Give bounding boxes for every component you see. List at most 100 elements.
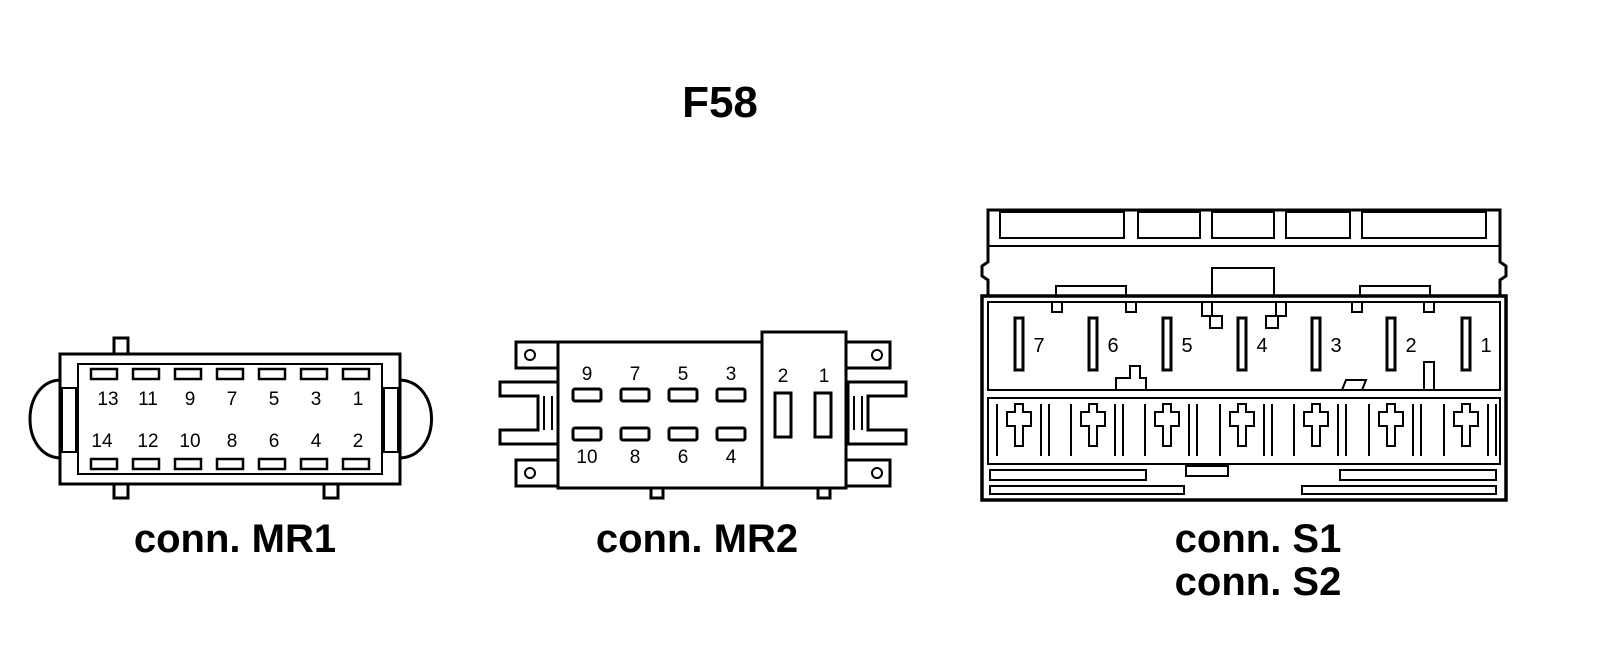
- mr1-pin-label: 6: [269, 431, 280, 452]
- s-housing: [980, 294, 1508, 502]
- mr2-pin-slot: [619, 426, 651, 442]
- mr1-pin-slot: [131, 367, 161, 381]
- mr1-pin-slot: [257, 367, 287, 381]
- s-pin-slot: [1161, 316, 1173, 372]
- s-pin-label: 7: [1033, 335, 1044, 357]
- mr1-left-latch: [28, 378, 61, 460]
- mr1-pin-slot: [89, 457, 119, 471]
- mr1-pin-slot: [173, 457, 203, 471]
- mr2-pin-label: 7: [630, 364, 641, 385]
- mr1-pin-label: 4: [311, 431, 322, 452]
- mr2-ear-top-left: [514, 340, 560, 370]
- connector-s: [980, 208, 1508, 502]
- mr1-bottom-tab-left: [112, 482, 130, 500]
- mr1-right-latch: [399, 378, 433, 460]
- mr2-pin-labels: 9 7 5 3 10 8 6 4 2 1: [576, 364, 829, 468]
- s-cavity: [1080, 403, 1106, 447]
- mr2-bottom-tab-right: [816, 486, 832, 500]
- s-pin-slot: [1013, 316, 1025, 372]
- mr2-ear-bottom-right: [844, 458, 892, 488]
- mr2-pin-slot: [571, 387, 603, 403]
- mr2-bottom-tab-left: [649, 486, 665, 500]
- mr1-pin-label: 13: [97, 389, 118, 410]
- s-top-frame: [980, 208, 1508, 298]
- mr2-pin-label: 4: [726, 447, 737, 468]
- mr2-side-block: [760, 330, 848, 490]
- s-pin-label: 3: [1330, 335, 1341, 357]
- mr2-ear-bottom-left: [514, 458, 560, 488]
- mr1-body: [58, 352, 402, 486]
- mr1-left-end: [61, 387, 77, 453]
- mr1-pin-slot: [215, 457, 245, 471]
- mr2-left-rail: [498, 380, 560, 446]
- s-pin-slot: [1310, 316, 1322, 372]
- mr1-pin-label: 9: [185, 389, 196, 410]
- s-cavity: [1453, 403, 1479, 447]
- mr1-top-tab: [112, 336, 130, 356]
- s-pin-label: 1: [1480, 335, 1491, 357]
- s-pin-slot: [1087, 316, 1099, 372]
- mr1-pin-label: 5: [269, 389, 280, 410]
- mr1-pin-slot: [215, 367, 245, 381]
- s2-caption: conn. S2: [1174, 560, 1342, 604]
- mr2-ear-top-right: [844, 340, 892, 370]
- mr2-caption: conn. MR2: [595, 517, 799, 561]
- mr2-pin-slot: [667, 387, 699, 403]
- mr2-pin-label: 3: [726, 364, 737, 385]
- mr2-pin-slot: [715, 387, 747, 403]
- s-cavity: [1229, 403, 1255, 447]
- mr1-pin-label: 3: [311, 389, 322, 410]
- mr1-pin-slot: [341, 367, 371, 381]
- mr1-caption: conn. MR1: [133, 517, 337, 561]
- s-pin-slot: [1460, 316, 1472, 372]
- mr2-pin-label: 10: [576, 447, 597, 468]
- mr1-pin-label: 12: [137, 431, 158, 452]
- mr2-pin-label: 5: [678, 364, 689, 385]
- mr2-pin-label: 8: [630, 447, 641, 468]
- s-pin-label: 2: [1405, 335, 1416, 357]
- diagram-title: F58: [682, 78, 758, 127]
- mr1-pin-label: 10: [179, 431, 200, 452]
- s-cavity: [1303, 403, 1329, 447]
- mr1-pin-label: 11: [138, 389, 158, 410]
- mr2-pin-label: 9: [582, 364, 593, 385]
- mr2-pin-label: 2: [778, 366, 789, 387]
- mr1-pin-slot: [257, 457, 287, 471]
- mr1-right-end: [383, 387, 399, 453]
- s-cavity: [1006, 403, 1032, 447]
- mr2-pin-slot: [619, 387, 651, 403]
- mr1-pin-label: 7: [227, 389, 238, 410]
- s-pin-slot: [1236, 316, 1248, 372]
- s-pin-window: [987, 301, 1501, 391]
- mr1-pin-slot: [299, 367, 329, 381]
- mr2-pin-2-slot: [773, 391, 793, 439]
- mr2-pin-1-slot: [813, 391, 833, 439]
- s-cavity: [1154, 403, 1180, 447]
- mr1-pin-label: 1: [353, 389, 364, 410]
- mr2-pin-slot: [715, 426, 747, 442]
- s-pin-slot: [1385, 316, 1397, 372]
- s1-caption: conn. S1: [1174, 517, 1342, 561]
- mr1-inner-frame: [77, 363, 383, 475]
- mr1-pin-label: 2: [353, 431, 364, 452]
- mr1-pin-slot: [131, 457, 161, 471]
- connector-mr1: [28, 336, 433, 500]
- mr2-pin-slot: [571, 426, 603, 442]
- mr1-pin-slot: [89, 367, 119, 381]
- s-cavity-row: [987, 397, 1501, 465]
- s-pin-label: 4: [1256, 335, 1267, 357]
- s-cavity: [1378, 403, 1404, 447]
- mr2-pin-label: 1: [819, 366, 830, 387]
- mr2-right-rail: [846, 380, 908, 446]
- mr2-pin-label: 6: [678, 447, 689, 468]
- mr1-pin-label: 14: [91, 431, 113, 452]
- connector-mr2: [498, 330, 908, 500]
- mr1-pin-slot: [173, 367, 203, 381]
- s-pin-label: 5: [1181, 335, 1192, 357]
- mr1-pin-slot: [299, 457, 329, 471]
- mr1-bottom-tab-right: [322, 482, 340, 500]
